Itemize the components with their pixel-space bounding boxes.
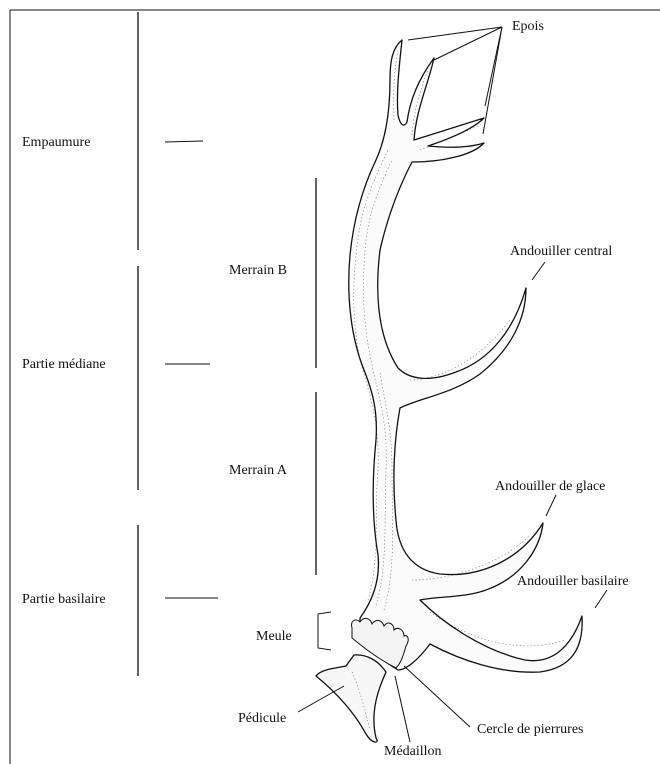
label-empaumure: Empaumure [22,135,90,150]
label-meule: Meule [256,629,292,644]
pedicle-shape [316,655,386,742]
label-cercle-de-pierrures: Cercle de pierrures [477,722,584,737]
zone-empaumure-bracket [138,12,203,250]
label-andouiller-central: Andouiller central [510,244,612,259]
label-partie-mediane: Partie médiane [22,357,106,372]
label-partie-basilaire: Partie basilaire [22,592,106,607]
zone-partie-mediane-bracket [138,266,210,490]
label-andouiller-de-glace: Andouiller de glace [495,479,605,494]
zone-partie-basilaire-bracket [138,525,218,676]
label-merrain-b: Merrain B [229,263,287,278]
zone-meule-bracket [318,612,331,650]
label-pedicule: Pédicule [238,711,286,726]
antler-illustration [316,40,582,742]
label-merrain-a: Merrain A [229,463,288,478]
label-epois: Epois [512,19,544,34]
label-andouiller-basilaire: Andouiller basilaire [517,574,629,589]
label-medaillon: Médaillon [384,744,442,759]
